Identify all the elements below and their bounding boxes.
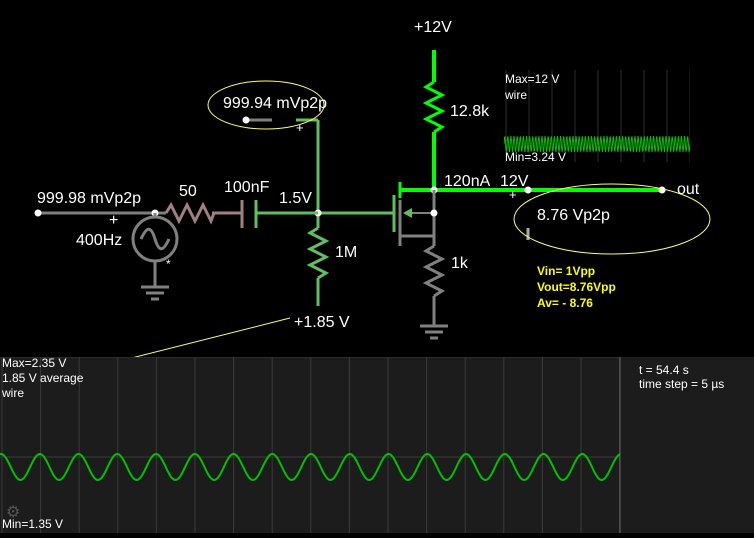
sine-icon [139, 227, 171, 251]
scope-trace [0, 452, 621, 482]
mini-scope-trace [504, 135, 690, 153]
body-node [430, 209, 438, 217]
summary-gain: Av= - 8.76 [537, 296, 593, 310]
gear-icon[interactable]: ⚙ [6, 504, 21, 521]
probe-annotation-ellipse [207, 80, 325, 130]
source-frequency-label: 400Hz [76, 232, 123, 249]
probe-plus-sign: + [296, 120, 304, 135]
output-terminal-node [658, 186, 666, 194]
circuit-canvas[interactable] [0, 0, 754, 357]
coupling-cap-label: 100nF [224, 179, 270, 196]
input-amplitude-label: 999.98 mVp2p [37, 190, 142, 207]
output-plus-sign: + [509, 187, 517, 202]
source-plus-sign: + [109, 212, 119, 229]
bias-voltage-label: +1.85 V [294, 314, 350, 331]
scope-plot[interactable] [0, 356, 754, 533]
collector-resistor[interactable] [422, 80, 446, 134]
mosfet-arrow [403, 208, 412, 218]
scope-max: Max=2.35 V [2, 356, 67, 370]
summary-vin: Vin= 1Vpp [537, 264, 596, 278]
series-resistor[interactable] [164, 201, 216, 225]
probe-node [242, 116, 250, 124]
collector-resistor-label: 12.8k [450, 103, 490, 120]
annotation-arrow [133, 317, 291, 357]
source-resistor-label: 1k [451, 255, 468, 272]
scope-time: t = 54.4 s [639, 363, 689, 377]
input-node [34, 209, 42, 217]
gate-resistor-label: 1M [335, 244, 358, 261]
mini-scope[interactable] [504, 70, 690, 162]
series-resistor-label: 50 [179, 183, 197, 200]
probe-amplitude-label: 999.94 mVp2p [223, 95, 328, 112]
drain-current-label: 120nA [444, 173, 491, 190]
drain-voltage-label: 12V [500, 173, 529, 190]
mini-scope-name: wire [505, 88, 528, 102]
scope-panel[interactable] [0, 356, 754, 533]
output-annotation-ellipse [513, 183, 711, 255]
mini-scope-min: Min=3.24 V [505, 150, 567, 164]
source-resistor[interactable] [422, 244, 446, 298]
output-node [524, 186, 532, 194]
output-label: out [677, 181, 700, 198]
scope-average: 1.85 V average [2, 371, 84, 385]
gate-resistor[interactable] [306, 226, 330, 280]
scope-name: wire [2, 386, 25, 400]
scope-min: Min=1.35 V [2, 517, 64, 531]
source-asterisk: * [166, 257, 171, 271]
summary-vout: Vout=8.76Vpp [537, 280, 616, 294]
node-voltage-label: 1.5V [279, 190, 312, 207]
scope-time-step: time step = 5 µs [639, 377, 725, 391]
output-amplitude-label: 8.76 Vp2p [537, 207, 610, 224]
mini-scope-max: Max=12 V [505, 72, 560, 86]
supply-label: +12V [414, 19, 452, 36]
